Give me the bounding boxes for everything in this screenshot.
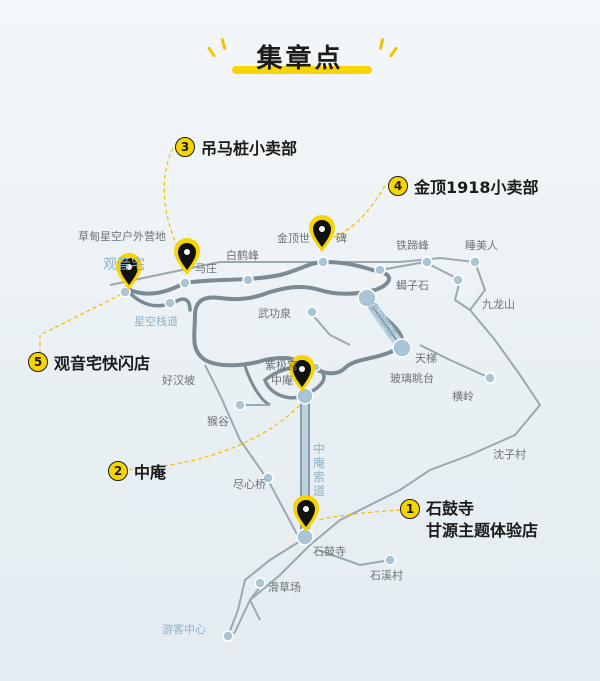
node-baihe: [242, 274, 254, 286]
label-jinding-2: 碑: [336, 232, 347, 245]
zhongan-link: [243, 365, 271, 407]
label-shixicun: 石溪村: [370, 569, 403, 582]
callout-5: 5 观音宅快闪店: [28, 350, 150, 374]
callout-1-line-1: 石鼓寺: [426, 499, 475, 518]
callout-5-text: 观音宅快闪店: [54, 354, 151, 373]
label-diaomazhuang: 马庄: [195, 262, 217, 275]
label-tianti: 天梯: [415, 352, 437, 365]
pin-zhongan: [289, 355, 315, 392]
node-xiezi: [452, 274, 464, 286]
label-xiezishi: 蝎子石: [396, 279, 429, 292]
leader-1: [317, 509, 401, 521]
label-boli: 玻璃眺台: [390, 372, 434, 385]
label-haohanpo: 好汉坡: [162, 374, 195, 387]
label-ziji: 紫极宫: [265, 359, 298, 372]
callout-5-number: 5: [28, 352, 48, 372]
page-title-wrap: 集章点: [0, 38, 600, 75]
node-380: [374, 264, 386, 276]
label-shuimeiren: 睡美人: [465, 239, 498, 252]
label-wugongquan: 武功泉: [258, 307, 291, 320]
node-zhongan: [296, 387, 314, 405]
label-zhongan-cable: 中庵索道: [313, 442, 326, 498]
leader-4: [326, 185, 386, 241]
node-shigusi: [296, 528, 314, 546]
node-diaoma: [179, 277, 191, 289]
node-youke: [222, 630, 234, 642]
label-zhongan-small: 中庵: [271, 374, 293, 387]
pin-jinding: [309, 215, 335, 252]
node-tiqi: [421, 256, 433, 268]
node-xingkong: [164, 297, 176, 309]
node-jinding: [317, 256, 329, 268]
node-jinding-cable: [357, 288, 377, 308]
pin-diaomazhuang: [174, 238, 200, 275]
callout-3-number: 3: [175, 137, 195, 157]
main-route: [123, 259, 405, 376]
title-underline: [232, 66, 372, 74]
label-jinxinqiao: 尽心桥: [233, 478, 266, 491]
label-jiulongshan: 九龙山: [482, 298, 515, 311]
node-hougu: [234, 399, 246, 411]
label-xingkong: 星空栈道: [134, 315, 178, 328]
label-tiqifeng: 铁蹄峰: [396, 239, 429, 252]
callout-1-lines: 石鼓寺 甘源主题体验店: [426, 498, 538, 542]
pin-guanyinzhai: [116, 253, 142, 290]
leader-5: [39, 294, 121, 360]
node-jinxin: [262, 472, 274, 484]
label-jinding: 金顶世: [277, 232, 310, 245]
node-hengling: [484, 372, 496, 384]
valley-trail: [227, 537, 306, 637]
callout-2-text: 中庵: [134, 463, 167, 482]
label-shigusi-small: 石鼓寺: [313, 545, 346, 558]
label-hougu: 猴谷: [207, 415, 229, 428]
label-huacaochang: 滑草场: [268, 581, 301, 594]
node-shixi: [384, 554, 396, 566]
node-tianti: [392, 338, 412, 358]
leader-2: [107, 404, 301, 471]
label-baiheling: 白鹤峰: [226, 249, 259, 262]
callout-1: 1 石鼓寺 甘源主题体验店: [400, 498, 538, 542]
label-shenzicun: 沈子村: [493, 448, 526, 461]
park-boundary: [109, 256, 542, 641]
callout-3: 3 吊马桩小卖部: [175, 135, 297, 159]
label-youke: 游客中心: [162, 623, 206, 636]
node-shuimei: [469, 256, 481, 268]
haohan-trail: [204, 364, 241, 441]
callout-4-text: 金顶1918小卖部: [414, 178, 539, 197]
callout-3-text: 吊马桩小卖部: [201, 139, 298, 158]
node-wugong: [306, 306, 318, 318]
hengling-trail: [419, 344, 491, 379]
wugong-trail: [309, 311, 351, 346]
shixi-trail: [317, 549, 391, 567]
node-huacao: [254, 577, 266, 589]
callout-2-number: 2: [108, 461, 128, 481]
callout-2: 2 中庵: [108, 459, 166, 483]
callout-1-number: 1: [400, 499, 420, 519]
callout-1-line-2: 甘源主题体验店: [426, 521, 539, 540]
label-hengling: 横岭: [452, 390, 474, 403]
pin-shigusi: [293, 495, 319, 532]
page-title: 集章点: [256, 44, 344, 74]
callout-4-number: 4: [388, 176, 408, 196]
callout-4: 4 金顶1918小卖部: [388, 174, 539, 198]
label-caodian: 草甸星空户外营地: [78, 230, 166, 243]
label-guanyinzhai: 观音宅: [103, 257, 145, 273]
node-guanyinzhai: [119, 286, 131, 298]
